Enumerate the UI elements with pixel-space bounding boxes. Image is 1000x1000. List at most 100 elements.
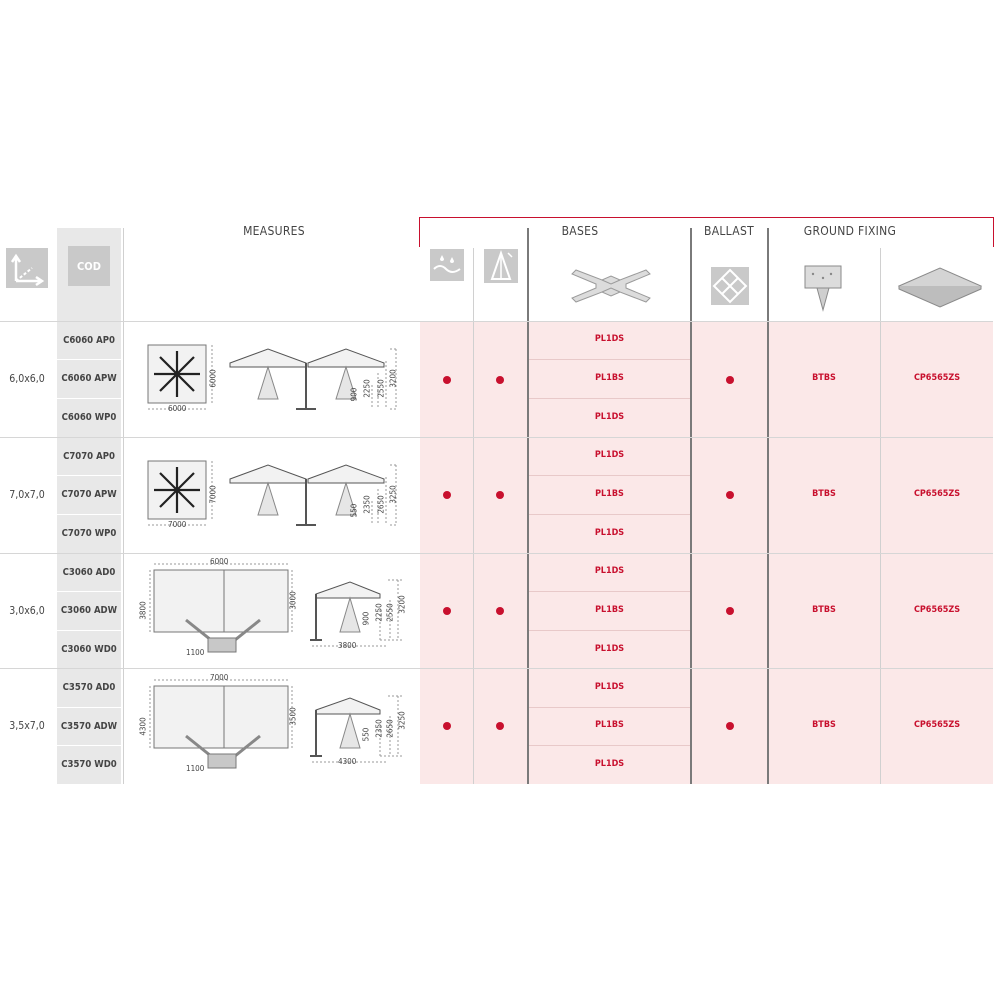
group-divider [0,668,993,669]
ground-fix-code: CP6565ZS [913,489,961,499]
size-label: 3,0x6,0 [9,605,45,617]
col-sep-dark [767,228,769,784]
dim-d2: 2250 [362,379,372,398]
product-code: C6060 AP0 [57,322,121,359]
row-line [529,591,690,592]
product-code: C3060 WD0 [57,631,121,668]
feature-dot [443,491,451,499]
ground-plate-icon [895,264,985,308]
size-label: 3,5x7,0 [9,720,45,732]
row-line [529,707,690,708]
ballast-header: BALLAST [703,224,755,238]
ground-fix-code: BTBS [812,373,836,383]
dim-plan-h: 6000 [208,369,218,388]
feature-dot [496,491,504,499]
cross-base-icon [566,258,656,308]
row-line [529,514,690,515]
base-code: PL1DS [594,644,625,654]
base-code: PL1DS [594,334,625,344]
dim-plan-h: 7000 [208,485,218,504]
row-line [529,745,690,746]
base-code: PL1DS [594,450,625,460]
col-sep [473,248,474,784]
product-code: C3060 AD0 [57,554,121,591]
accessories-bracket [419,217,994,247]
group-divider [0,437,993,438]
product-code: C6060 WP0 [57,399,121,436]
bases-header: BASES [561,224,599,238]
base-code: PL1DS [594,412,625,422]
dim-d1: 550 [361,727,371,742]
wind-rain-icon [430,249,464,281]
dim-d3: 2550 [376,379,386,398]
dim-base-w: 1100 [186,648,205,657]
row-line [529,475,690,476]
base-code: PL1BS [595,373,624,383]
row-line [529,398,690,399]
dim-d4: 3200 [397,595,407,614]
dim-left-h: 4300 [138,717,148,736]
ground-fix-code: CP6565ZS [913,720,961,730]
product-code: C6060 APW [57,360,121,397]
dim-d4: 3200 [388,369,398,388]
cod-sep [57,630,121,631]
product-code: C3060 ADW [57,592,121,629]
base-code: PL1BS [595,605,624,615]
ballast-dot [726,491,734,499]
feature-dot [443,376,451,384]
cod-header-badge: COD [68,246,110,286]
measure-diagram [140,676,420,776]
dim-base-w: 1100 [186,764,205,773]
base-code: PL1DS [594,566,625,576]
dim-d1: 900 [349,387,359,402]
cod-sep [57,591,121,592]
row-line [529,630,690,631]
group-divider [0,553,993,554]
dim-top-w: 6000 [210,557,229,566]
ground-fix-code: BTBS [812,605,836,615]
measure-diagram [140,449,420,549]
product-code: C7070 AP0 [57,438,121,475]
col-sep [880,248,881,784]
size-label: 6,0x6,0 [9,373,45,385]
base-code: PL1BS [595,720,624,730]
base-code: PL1DS [594,759,625,769]
height-tree-icon [484,249,518,283]
col-sep-dark [527,228,529,784]
ground-fix-code: BTBS [812,489,836,499]
dim-right-h: 3000 [288,591,298,610]
feature-dot [496,376,504,384]
dim-d2: 2350 [362,495,372,514]
feature-dot [443,722,451,730]
base-code: PL1BS [595,489,624,499]
row-line [529,359,690,360]
dim-d4: 3250 [397,711,407,730]
dim-side-w: 3800 [338,641,357,650]
cod-sep [57,707,121,708]
dim-d2: 2350 [374,719,384,738]
product-code: C3570 ADW [57,708,121,745]
dim-d3: 2650 [385,719,395,738]
ground-anchor-icon [803,264,843,314]
dim-d3: 2550 [385,603,395,622]
dim-d2: 2250 [374,603,384,622]
feature-dot [496,722,504,730]
dim-d4: 3250 [388,485,398,504]
ballast-dot [726,722,734,730]
cod-sep [57,745,121,746]
header-divider [0,321,993,322]
measure-diagram [140,333,420,433]
cod-sep [57,475,121,476]
cod-sep [57,359,121,360]
dim-d3: 2650 [376,495,386,514]
ground-fix-code: CP6565ZS [913,373,961,383]
size-label: 7,0x7,0 [9,489,45,501]
cod-sep [57,514,121,515]
dim-right-h: 3500 [288,707,298,726]
dim-d1: 550 [349,503,359,518]
dim-left-h: 3800 [138,601,148,620]
ground-fixing-header: GROUND FIXING [803,224,897,238]
col-sep-dark [690,228,692,784]
feature-dot [496,607,504,615]
dim-top-w: 7000 [210,673,229,682]
